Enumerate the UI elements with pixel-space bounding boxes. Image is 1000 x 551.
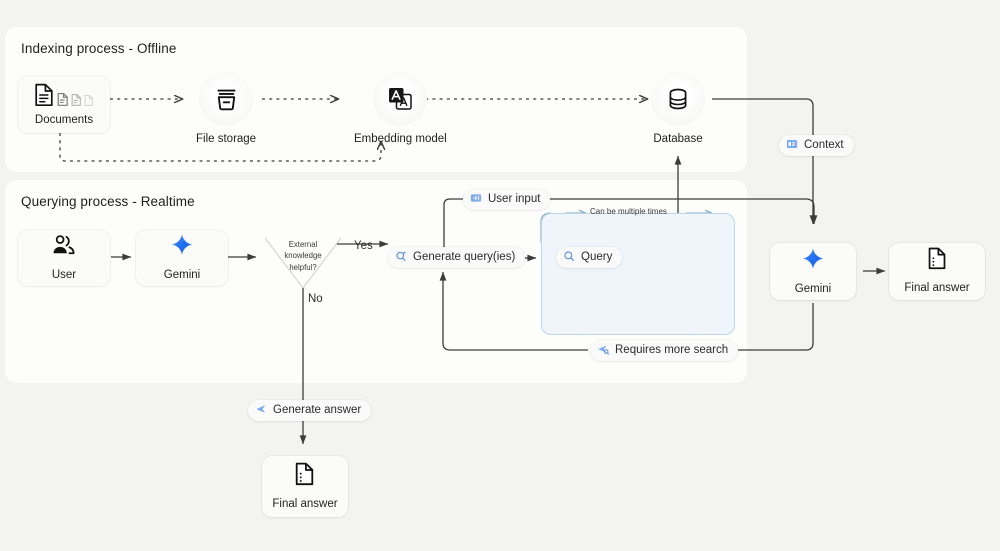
send-icon xyxy=(255,403,267,418)
send-search-icon xyxy=(597,343,610,358)
node-database[interactable]: Database xyxy=(651,72,705,147)
node-gemini-right-label: Gemini xyxy=(794,282,832,295)
document-list-icon xyxy=(294,462,316,491)
node-gemini-left[interactable]: Gemini xyxy=(136,230,228,286)
pill-generate-answer-label: Generate answer xyxy=(273,403,362,416)
search-icon xyxy=(563,250,575,265)
node-final-answer-right-label: Final answer xyxy=(904,282,970,295)
pill-requires-more-search-label: Requires more search xyxy=(615,343,729,356)
connector-requires-more-search xyxy=(439,271,814,351)
decision-yes-label: Yes xyxy=(354,240,373,252)
pill-requires-more-search[interactable]: Requires more search xyxy=(590,340,739,361)
pill-generate-queries-label: Generate query(ies) xyxy=(413,250,516,263)
database-icon xyxy=(651,72,705,126)
decision-line-1: External xyxy=(288,240,318,249)
pill-generate-queries[interactable]: Generate query(ies) xyxy=(388,247,526,268)
translate-icon xyxy=(373,72,428,126)
node-documents-label: Documents xyxy=(34,114,94,127)
archive-icon xyxy=(199,72,254,126)
node-file-storage-label: File storage xyxy=(196,133,257,145)
user-icon xyxy=(52,234,76,262)
pill-query-label: Query xyxy=(581,250,613,263)
node-final-answer-right[interactable]: Final answer xyxy=(889,243,985,300)
node-documents[interactable]: Documents xyxy=(18,76,110,133)
connector-user-input-branch xyxy=(443,198,818,257)
loop-group-box xyxy=(541,213,735,335)
pill-user-input[interactable]: User input xyxy=(463,189,551,210)
node-user-label: User xyxy=(51,268,77,281)
node-gemini-left-label: Gemini xyxy=(163,269,201,282)
pill-context[interactable]: Context xyxy=(779,135,854,156)
node-gemini-right[interactable]: Gemini xyxy=(770,243,856,300)
node-database-label: Database xyxy=(653,133,703,145)
pill-generate-answer[interactable]: Generate answer xyxy=(248,400,372,421)
pill-query[interactable]: Query xyxy=(556,247,623,268)
pill-context-label: Context xyxy=(804,138,844,151)
input-icon xyxy=(470,192,482,207)
panel-querying-title: Querying process - Realtime xyxy=(21,194,195,209)
node-final-answer-bottom-label: Final answer xyxy=(272,497,338,510)
node-file-storage[interactable]: File storage xyxy=(196,72,256,147)
decision-no-label: No xyxy=(308,293,323,305)
connector-database-to-gemini-context xyxy=(712,98,817,225)
panel-indexing-title: Indexing process - Offline xyxy=(21,41,177,56)
decision-line-2: knowledge xyxy=(284,251,322,261)
decision-external-knowledge: External knowledge helpful? xyxy=(268,239,338,273)
gemini-spark-icon xyxy=(170,233,194,262)
node-user[interactable]: User xyxy=(18,230,110,286)
context-window-icon xyxy=(786,138,798,153)
loop-annotation-label: Can be multiple times xyxy=(590,207,667,216)
node-final-answer-bottom[interactable]: Final answer xyxy=(262,456,348,517)
documents-icon xyxy=(34,83,94,107)
document-list-icon xyxy=(927,247,948,275)
node-embedding-model-indexing[interactable]: Embedding model xyxy=(354,72,447,147)
pill-user-input-label: User input xyxy=(488,192,541,205)
connector-documents-loopback-to-embedding-model xyxy=(59,133,381,162)
gemini-spark-icon xyxy=(801,247,825,276)
search-spark-icon xyxy=(395,250,407,265)
node-embedding-model-indexing-label: Embedding model xyxy=(354,133,447,145)
decision-line-3: helpful? xyxy=(289,262,317,272)
